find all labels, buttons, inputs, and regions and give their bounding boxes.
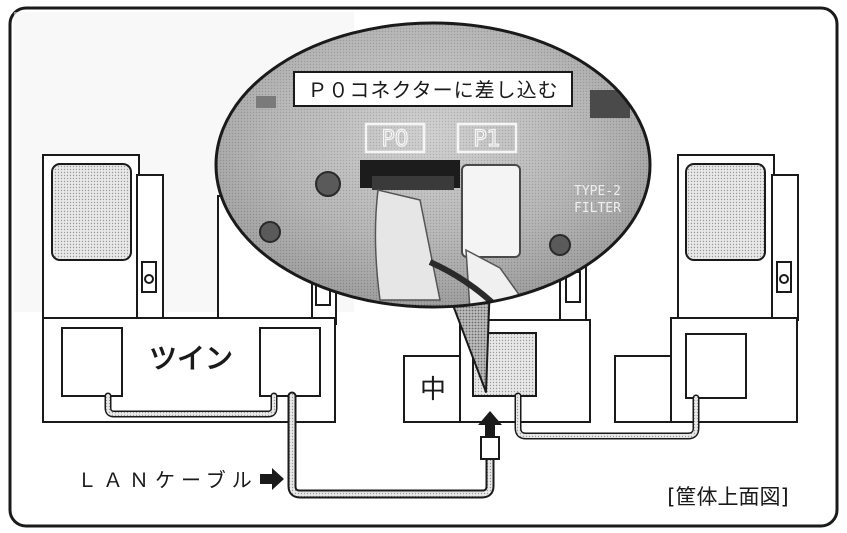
callout-photo: P0 P1 TYPE-2 FILTER — [216, 23, 650, 307]
right-unit — [614, 154, 799, 423]
diagram-caption: [筐体上面図] — [667, 485, 788, 509]
twin-left-box — [61, 327, 123, 397]
right-screen — [685, 163, 766, 261]
callout-box — [293, 71, 573, 107]
lan-cable — [287, 391, 495, 499]
filter-text: FILTER — [574, 201, 621, 216]
left-screen — [51, 163, 132, 261]
twin-cable — [104, 392, 278, 418]
right-connector-box — [685, 333, 747, 399]
right-arrow-icon — [260, 468, 284, 490]
insert-arrow-icon — [478, 411, 502, 436]
middle-label: 中 — [420, 375, 446, 405]
type-text: TYPE-2 — [574, 184, 621, 199]
p0-label: P0 — [381, 127, 408, 152]
lan-cable-label: ＬＡＮケーブル — [77, 468, 258, 492]
callout-oval — [214, 21, 652, 309]
lan-plug — [480, 436, 500, 460]
twin-label: ツイン — [149, 342, 233, 375]
p1-label: P1 — [473, 127, 500, 152]
twin-right-box — [259, 327, 321, 397]
callout-text: Ｐ０コネクターに差し込む — [307, 78, 558, 102]
middle-right-cable — [514, 392, 700, 440]
